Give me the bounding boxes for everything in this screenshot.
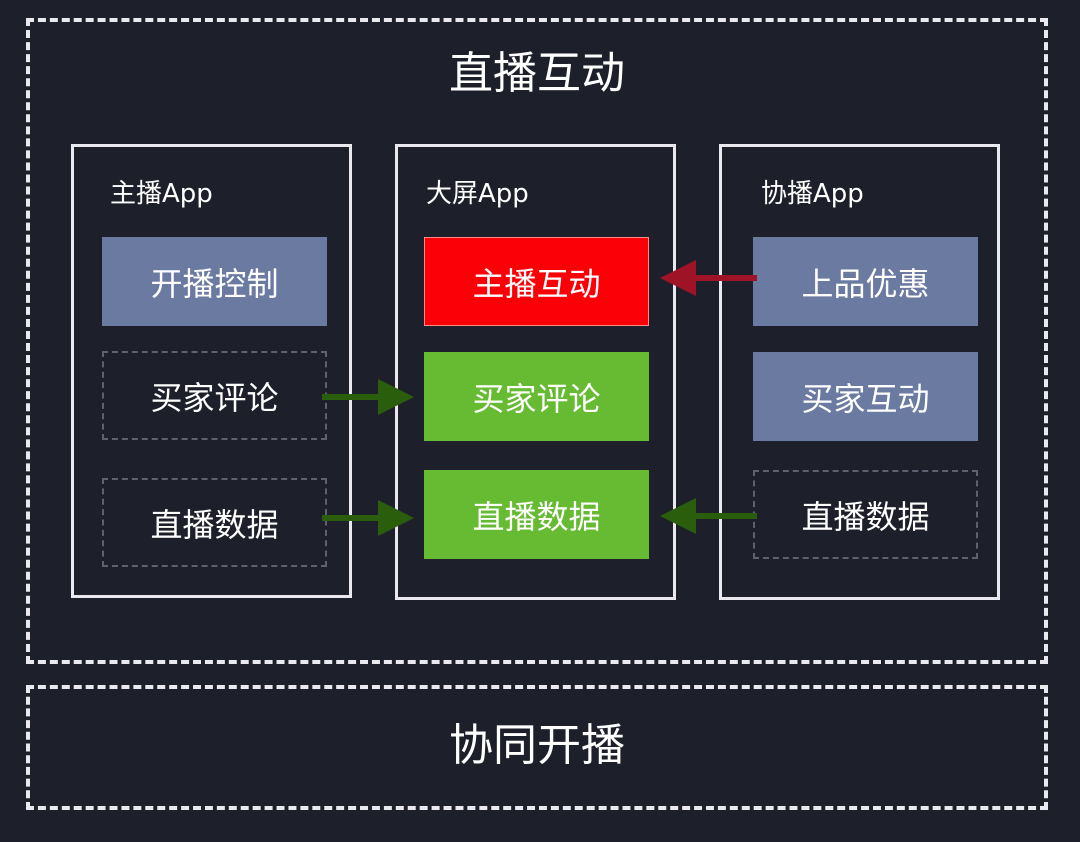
- bigscreen-app-panel: [395, 144, 676, 600]
- host-start-control-box: 开播控制: [102, 237, 327, 326]
- host-buyer-comments-box: 买家评论: [102, 351, 327, 440]
- cohost-product-discount-box: 上品优惠: [753, 237, 978, 326]
- cohost-app-label: 协播App: [761, 179, 864, 209]
- bigscreen-buyer-comments-box: 买家评论: [424, 352, 649, 441]
- cohost-live-data-box: 直播数据: [753, 470, 978, 559]
- bigscreen-host-interaction-box: 主播互动: [424, 237, 649, 326]
- collab-broadcast-group: [26, 685, 1048, 810]
- host-app-label: 主播App: [110, 179, 213, 209]
- host-app-panel: [71, 144, 352, 598]
- live-interaction-group: [26, 18, 1048, 664]
- cohost-app-panel: [719, 144, 1000, 600]
- bigscreen-app-label: 大屏App: [426, 179, 529, 209]
- live-interaction-title: 直播互动: [449, 48, 625, 99]
- cohost-buyer-interaction-box: 买家互动: [753, 352, 978, 441]
- bigscreen-live-data-box: 直播数据: [424, 470, 649, 559]
- host-live-data-box: 直播数据: [102, 478, 327, 567]
- collab-broadcast-title: 协同开播: [449, 720, 625, 771]
